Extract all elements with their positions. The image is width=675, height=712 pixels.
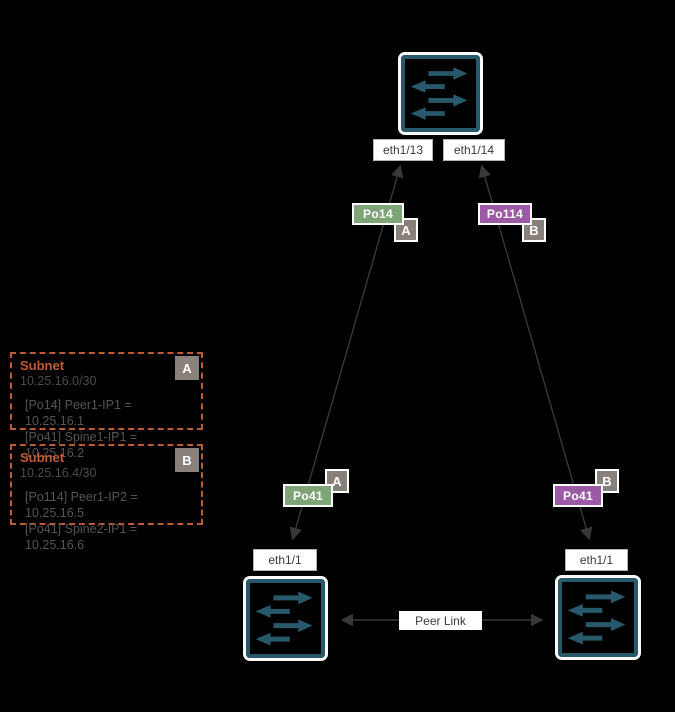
subnet-b-title: Subnet (20, 450, 65, 465)
peer2-switch (558, 578, 638, 657)
subnet-b-badge: B (175, 448, 199, 472)
subnet-box-b: B Subnet 10.25.16.4/30 [Po114] Peer1-IP2… (10, 444, 203, 552)
switch-arrows-icon (255, 591, 313, 646)
po-label-po41-left: Po41 (283, 484, 333, 507)
peer1-switch (246, 579, 325, 658)
subnet-b-entry-1: [Po114] Peer1-IP2 = 10.25.16.5 (25, 490, 138, 520)
peer-link-label: Peer Link (399, 611, 482, 630)
switch-arrows-icon (567, 590, 626, 645)
port-label-eth1-13: eth1/13 (373, 139, 433, 161)
subnet-b-cidr: 10.25.16.4/30 (20, 466, 97, 480)
subnet-b-entry-2: [Po41] Spine2-IP1 = 10.25.16.6 (25, 522, 138, 552)
subnet-a-title: Subnet (20, 358, 65, 373)
port-label-peer1-eth1-1: eth1/1 (253, 549, 317, 571)
port-label-peer2-eth1-1: eth1/1 (565, 549, 628, 571)
po-label-po114: Po114 (478, 203, 532, 225)
subnet-box-a: A Subnet 10.25.16.0/30 [Po14] Peer1-IP1 … (10, 352, 203, 460)
po-label-po41-right: Po41 (553, 484, 603, 507)
subnet-a-cidr: 10.25.16.0/30 (20, 374, 97, 388)
switch-arrows-icon (410, 67, 468, 120)
subnet-a-entry-2: [Po41] Spine1-IP1 = 10.25.16.2 (25, 430, 138, 460)
subnet-a-entries: [Po14] Peer1-IP1 = 10.25.16.1 [Po41] Spi… (25, 397, 193, 461)
po-label-po14: Po14 (352, 203, 404, 225)
spine-switch (401, 55, 480, 132)
subnet-b-entries: [Po114] Peer1-IP2 = 10.25.16.5 [Po41] Sp… (25, 489, 193, 553)
subnet-a-badge: A (175, 356, 199, 380)
port-label-eth1-14: eth1/14 (443, 139, 505, 161)
subnet-a-entry-1: [Po14] Peer1-IP1 = 10.25.16.1 (25, 398, 132, 428)
